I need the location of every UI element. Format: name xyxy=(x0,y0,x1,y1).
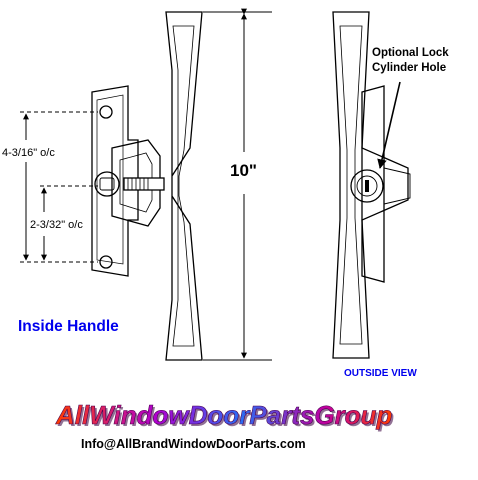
outside-back-plate xyxy=(361,85,385,283)
inside-back-plate xyxy=(91,85,139,277)
inside-lower-screw-hole xyxy=(99,255,113,269)
inside-handle-drawing xyxy=(91,11,203,361)
contact-email: Info@AllBrandWindowDoorParts.com xyxy=(81,437,306,451)
inside-thumb-turn xyxy=(94,171,120,197)
outside-lever xyxy=(332,11,409,359)
inside-handle-label: Inside Handle xyxy=(18,318,119,335)
inside-hub xyxy=(111,139,161,227)
dimension-lines xyxy=(20,8,272,361)
inside-upper-screw-hole xyxy=(99,105,113,119)
outside-handle-drawing xyxy=(332,11,411,359)
brand-logo-shadow: AllWindowDoorPartsGroup xyxy=(57,402,394,432)
callout-line-1: Optional Lock xyxy=(372,47,449,59)
inner-spacing-label: 2-3/32" o/c xyxy=(30,219,83,231)
hole-spacing-label: 4-3/16" o/c xyxy=(2,147,55,159)
outside-view-label: OUTSIDE VIEW xyxy=(344,368,417,379)
inside-lever xyxy=(165,11,203,361)
brand-logo: AllWindowDoorPartsGroup AllWindowDoorPar… xyxy=(55,400,395,432)
brand-logo-text: AllWindowDoorPartsGroup xyxy=(55,400,392,430)
overall-height-label: 10" xyxy=(230,161,257,180)
callout-line-2: Cylinder Hole xyxy=(372,62,446,74)
callout-arrow xyxy=(377,81,401,169)
lock-cylinder-hole xyxy=(350,169,384,203)
